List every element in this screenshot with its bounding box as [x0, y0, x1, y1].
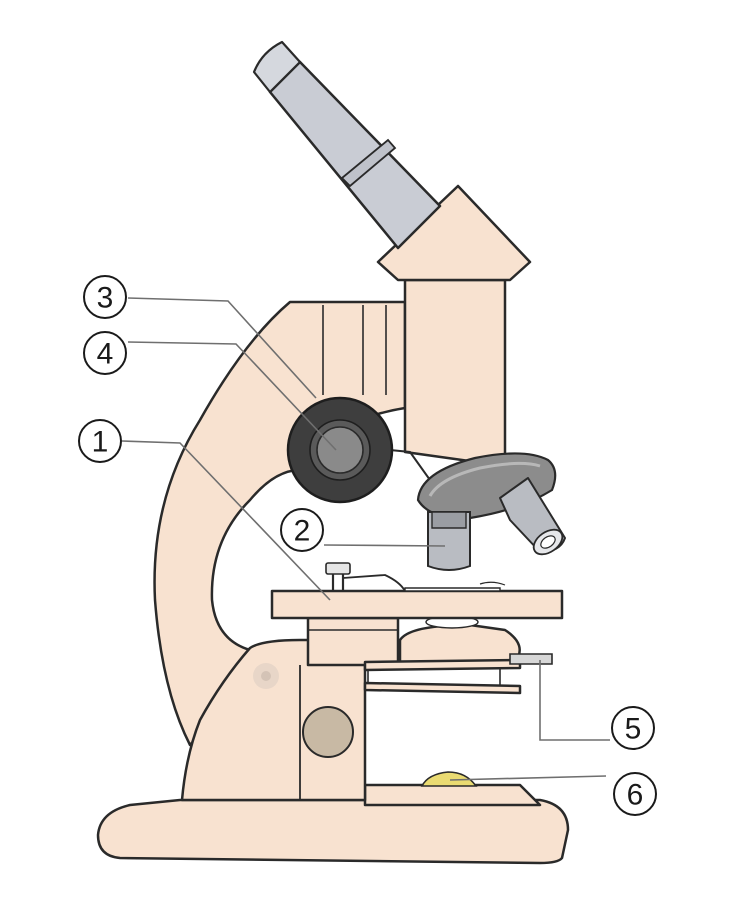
glass-slide: [404, 587, 501, 592]
label-3-text: 3: [97, 282, 114, 315]
fine-focus-knob-center: [261, 671, 271, 681]
leader-line-2: [323, 544, 446, 547]
label-4: 4: [83, 331, 127, 375]
lower-focus-knob: [302, 706, 354, 758]
leader-line-3: [127, 297, 317, 399]
stage-clip-spring: [342, 574, 406, 592]
label-4-text: 4: [97, 338, 114, 371]
nosepiece-highlight: [428, 461, 541, 497]
mirror: [420, 771, 478, 787]
microscope-base: [96, 798, 570, 865]
body-tube: [403, 278, 507, 468]
objective-collar: [431, 511, 467, 529]
label-1: 1: [78, 419, 122, 463]
label-2: 2: [280, 508, 324, 552]
microscope-pillar: [180, 638, 367, 802]
label-6-text: 6: [627, 779, 644, 812]
head-housing: [376, 184, 532, 282]
stage-clip-head: [325, 562, 351, 575]
eyepiece-tube: [268, 60, 442, 250]
label-6: 6: [613, 772, 657, 816]
condenser-lens: [398, 623, 521, 664]
leader-line-4: [127, 341, 337, 451]
label-1-text: 1: [92, 426, 109, 459]
leader-line-6: [449, 775, 607, 781]
eyepiece-cap: [252, 40, 302, 94]
leader-line-5: [539, 660, 610, 741]
stage-clip: [331, 573, 345, 592]
label-3: 3: [83, 275, 127, 319]
stage: [270, 589, 564, 620]
filter-rail-lower: [363, 681, 522, 695]
fine-focus-knob-center-disc: [316, 426, 364, 474]
label-2-text: 2: [294, 515, 311, 548]
filter-rail-upper: [363, 658, 522, 672]
stage-support: [306, 616, 400, 667]
slide-shadow: [479, 581, 506, 586]
mirror-housing: [363, 783, 542, 807]
leader-line-1: [121, 440, 331, 601]
knob-arm-connector: [389, 449, 431, 481]
label-5: 5: [611, 706, 655, 750]
label-5-text: 5: [625, 713, 642, 746]
objective-tip-lens: [540, 535, 556, 549]
diaphragm-lever: [509, 653, 553, 665]
eyepiece-band: [340, 138, 397, 188]
